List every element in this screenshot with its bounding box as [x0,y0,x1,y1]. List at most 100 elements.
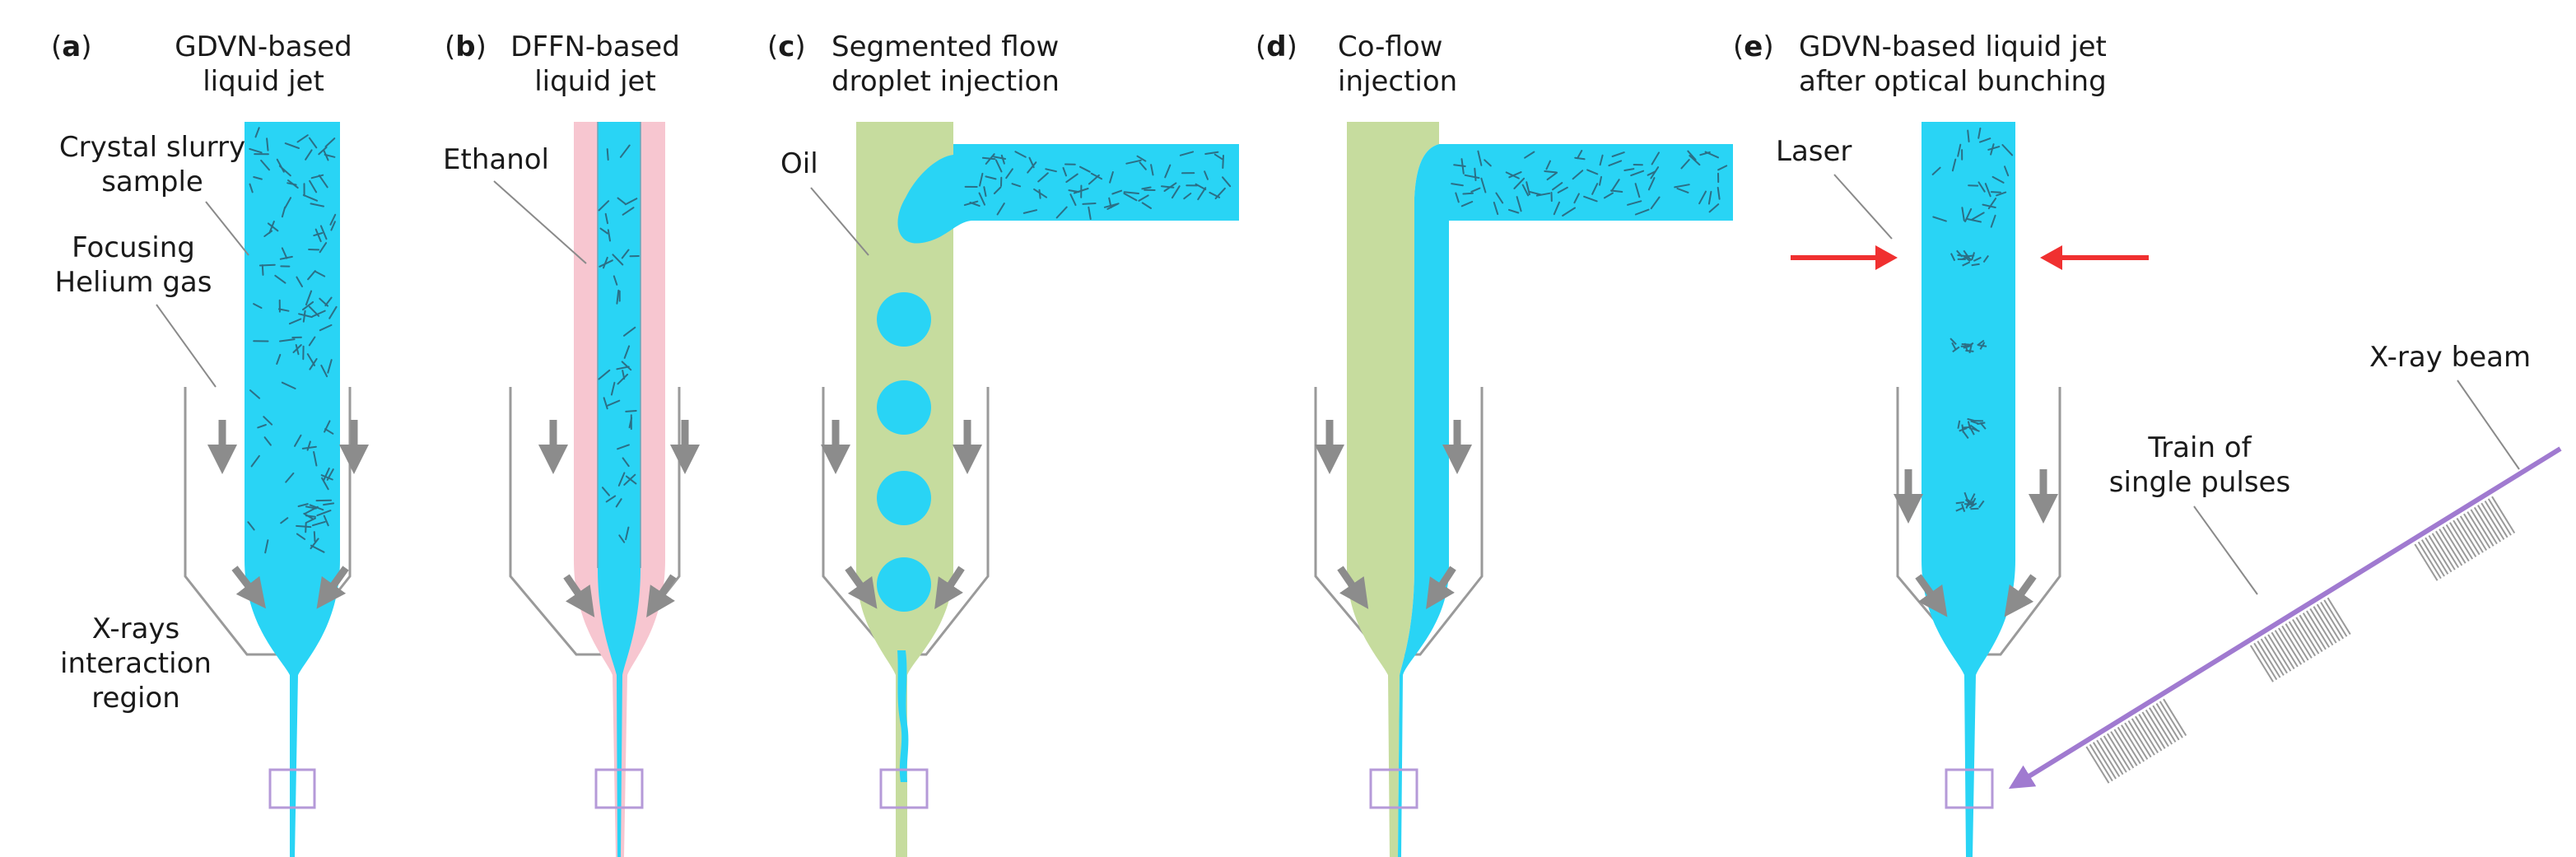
crystal-speckle [281,206,286,218]
crystal-speckle [1979,137,1991,143]
xray-region-label-1: X-rays [92,612,180,645]
crystal-speckle [598,369,611,380]
crystal-bunch-mark [1962,431,1969,440]
crystal-speckle [1521,184,1530,197]
crystal-speckle [1062,166,1067,177]
panel-c-letter: (c) [767,30,806,63]
crystal-speckle [249,147,263,154]
crystal-bunch-mark [1951,342,1957,351]
xray-beam [2008,446,2562,789]
crystal-speckle [260,159,270,171]
crystal-speckle [625,526,630,541]
crystal-speckle [324,428,334,435]
crystal-bunch-mark [1973,256,1982,262]
crystal-speckle [1996,191,2007,197]
crystal-speckle [1000,154,1005,165]
xray-beam-label: X-ray beam [2369,341,2531,374]
pulse-hatch [2414,543,2439,581]
crystal-speckle [1214,187,1226,200]
panel-c-title-1: Segmented flow [831,30,1059,63]
crystal-speckle [308,137,318,149]
pulse-hatch [2103,735,2127,773]
crystal-speckle [1451,183,1464,187]
crystal-speckle [598,200,610,212]
crystal-speckle [617,373,629,385]
crystal-speckle [316,510,332,517]
crystal-speckle [327,359,333,374]
crystal-speckle [1161,185,1175,189]
pulse-hatch [2299,614,2323,653]
panel-a-title-2: liquid jet [203,65,324,98]
crystal-speckle [1493,202,1499,216]
xray-beam-leader [2457,380,2520,470]
crystal-speckle [323,515,329,527]
pulse-hatch [2278,627,2303,665]
crystal-speckle [612,254,624,266]
crystal-speckle [1022,209,1037,214]
crystal-speckle [1037,172,1049,183]
oil-leader [810,187,869,256]
crystal-speckle [1123,191,1139,194]
crystal-speckle [995,159,1003,173]
crystal-speckle [1557,186,1568,193]
pulse-hatch [2149,707,2173,745]
crystal-speckle [1599,154,1604,166]
crystal-speckle [1033,188,1047,198]
panel-a-letter: (a) [51,30,91,63]
crystal-speckle [323,467,330,482]
crystal-speckle [1150,164,1154,176]
crystal-speckle [1477,150,1483,166]
crystal-speckle [253,176,263,180]
laser-label: Laser [1776,135,1852,168]
crystal-speckle [1014,151,1027,158]
panel-e-title-1: GDVN-based liquid jet [1799,30,2107,63]
crystal-speckle [323,502,335,506]
crystal-speckle [1627,200,1642,206]
crystal-speckle [1460,201,1474,207]
crystal-speckle [601,487,610,496]
crystal-speckle [624,198,638,206]
panel-c-gas-arrow [845,566,878,609]
crystal-speckle [1069,193,1077,207]
laser-arrowhead-left [1875,245,1898,270]
pulse-hatch [2491,496,2516,534]
pulse-hatch [2135,715,2159,754]
crystal-bunch-mark [1964,254,1973,262]
crystal-speckle [267,222,279,232]
crystal-speckle [1990,191,2001,193]
crystal-speckle [1984,183,1991,198]
crystal-speckle [1474,167,1477,181]
crystal-speckle [276,158,285,173]
pulse-hatch [2274,630,2299,668]
pulse-hatch [2127,720,2152,758]
crystal-speckle [1583,195,1598,203]
crystal-bunch-mark [1961,424,1964,433]
crystal-speckle [1138,194,1149,202]
crystal-speckle [1964,207,1973,222]
pulse-hatch [2121,724,2145,762]
crystal-speckle [296,533,306,540]
crystal-speckle [978,192,985,206]
crystal-speckle [607,229,611,242]
pulse-hatch [2141,711,2166,749]
crystal-speckle [2001,144,2014,156]
crystal-slurry-label-1: Crystal slurry [59,131,245,164]
crystal-speckle [276,353,282,365]
pulse-hatch [2459,515,2484,553]
panel-c-droplet [877,471,931,525]
pulse-hatch [2420,539,2445,577]
panel-d-oil-channel [1347,122,1439,857]
crystal-speckle [296,524,312,529]
crystal-speckle [622,207,635,216]
pulse-hatch [2487,498,2512,536]
crystal-speckle [1608,160,1623,167]
crystal-speckle [1139,161,1147,170]
pulse-hatch [2445,524,2470,562]
crystal-speckle [617,444,630,450]
crystal-speckle [623,326,636,337]
crystal-speckle [296,276,303,287]
crystal-speckle [1460,158,1465,175]
crystal-speckle [313,451,318,467]
panel-e-title-2: after optical bunching [1799,65,2107,98]
crystal-speckle [1698,190,1707,205]
